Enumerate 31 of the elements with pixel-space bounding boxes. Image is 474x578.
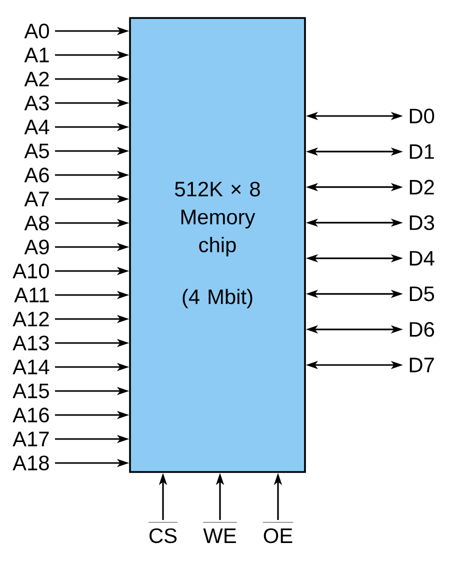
pin-label: WE [202,522,238,543]
pin-label: A14 [12,360,50,374]
pin-label: A11 [14,288,49,302]
pin-label: A13 [12,336,49,350]
pin-label: D7 [410,358,434,372]
pin-label: A10 [12,264,49,278]
pin-label: A4 [24,120,50,134]
pin-label: D0 [410,108,434,124]
pin-label: D4 [410,251,434,266]
pin-label: D1 [410,144,434,159]
pin-label: D5 [410,286,434,302]
pin-label: A17 [12,432,49,446]
pin-label: A9 [24,240,49,254]
pin-label: A18 [12,456,49,470]
pin-label: A0 [24,24,49,38]
pin-label: A15 [12,384,49,398]
pin-label: D2 [410,180,434,194]
pin-label: OE [262,522,294,544]
pin-label: D6 [410,322,434,337]
pin-label: D3 [410,215,434,230]
pin-label: A8 [24,216,49,230]
pin-label: A7 [24,192,49,206]
memory-chip-box: 512K × 8 Memory chip (4 Mbit) [129,17,306,473]
pin-label: A2 [24,72,49,86]
pin-label: A12 [12,312,49,326]
pin-label: A16 [12,408,49,422]
pin-label: A1 [24,48,49,62]
pin-label: A3 [24,96,49,110]
pin-label: A6 [24,168,49,182]
pin-label: CS [148,522,178,544]
pin-label: A5 [24,144,49,158]
